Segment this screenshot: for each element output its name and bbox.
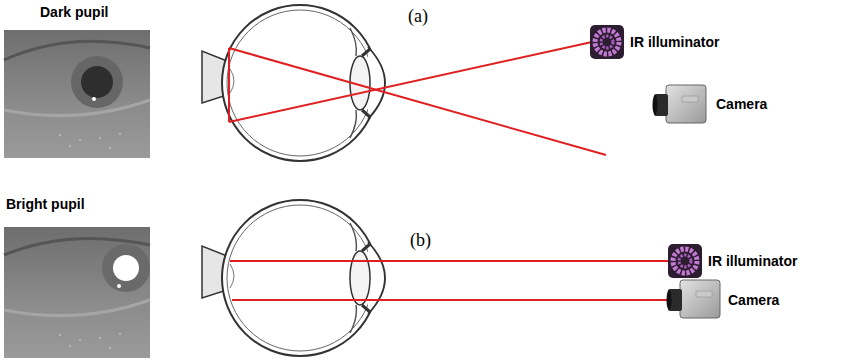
panel-label: (b) <box>410 230 431 251</box>
device-label: Camera <box>716 96 767 112</box>
camera-icon <box>667 280 721 318</box>
eye-cross-section <box>202 200 385 356</box>
photo-title: Dark pupil <box>40 4 108 20</box>
light-rays <box>229 42 606 155</box>
ir-illuminator-icon <box>668 244 702 278</box>
camera-icon <box>653 85 707 123</box>
device-label: Camera <box>728 292 779 308</box>
device-label: IR illuminator <box>630 34 719 50</box>
device-label: IR illuminator <box>708 253 797 269</box>
photo-title: Bright pupil <box>6 196 85 212</box>
eye-cross-section <box>202 5 385 161</box>
light-rays <box>230 261 668 300</box>
ir-illuminator-icon <box>590 25 624 59</box>
dark-pupil-photo <box>4 30 150 158</box>
panel-label: (a) <box>408 6 428 27</box>
bright-pupil-photo <box>4 227 150 358</box>
